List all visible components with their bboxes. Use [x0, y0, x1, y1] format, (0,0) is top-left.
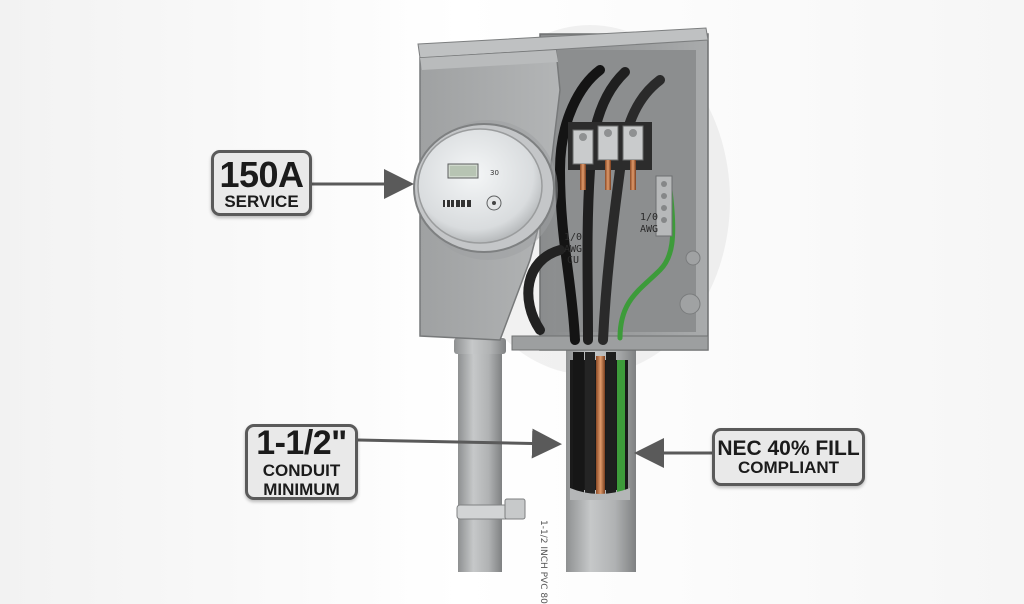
callout-conduit-line1: CONDUIT: [262, 461, 341, 480]
meter-lcd-value: 30: [490, 169, 499, 177]
wire-label-right: 1/0 AWG: [636, 212, 662, 235]
wire-label-awg: AWG: [639, 223, 659, 235]
green-ground-wire: [617, 187, 676, 341]
conduit-wire-black-1: [573, 352, 584, 494]
right-conduit: [560, 322, 642, 572]
knockout: [679, 293, 701, 315]
callout-conduit-size: 1-1/2": [256, 424, 347, 462]
conduit-wire-black-3: [606, 352, 616, 494]
meter-service-diagram: 30: [312, 25, 730, 572]
electric-meter: 30: [413, 120, 558, 260]
arrow-conduit: [357, 428, 562, 459]
callout-service-label: SERVICE: [224, 191, 299, 211]
conduit-copper-ground: [596, 356, 605, 496]
wire-label-size: 1/0: [563, 232, 583, 243]
callout-fill-line2: COMPLIANT: [737, 458, 840, 477]
callout-fill: NEC 40% FILL COMPLIANT: [712, 428, 865, 486]
meter-barcode: [443, 200, 471, 207]
pipe-strap: [456, 504, 510, 520]
meter-lugs: [568, 122, 673, 237]
service-wires: [523, 65, 676, 345]
wire-label-left: 1/0 AWG CU: [560, 232, 586, 267]
wire-label-size: 1/0: [639, 212, 659, 223]
wire-label-awg: AWG: [563, 243, 583, 255]
knockout: [685, 250, 701, 266]
callout-fill-line1: NEC 40% FILL: [717, 437, 860, 460]
callout-conduit-line2: MINIMUM: [263, 480, 340, 499]
callout-service: 150A SERVICE: [211, 150, 312, 216]
conduit-wire-green: [617, 360, 625, 496]
callout-conduit: 1-1/2" CONDUIT MINIMUM: [245, 424, 358, 500]
callout-arrows: [312, 169, 712, 468]
meter-enclosure: [417, 27, 709, 351]
left-conduit: [454, 338, 526, 572]
callout-service-amps: 150A: [219, 153, 304, 195]
conduit-print-text: 1-1/2 INCH PVC 80: [538, 520, 548, 604]
conduit-wire-black-2: [585, 352, 595, 494]
wire-label-material: CU: [566, 255, 580, 266]
